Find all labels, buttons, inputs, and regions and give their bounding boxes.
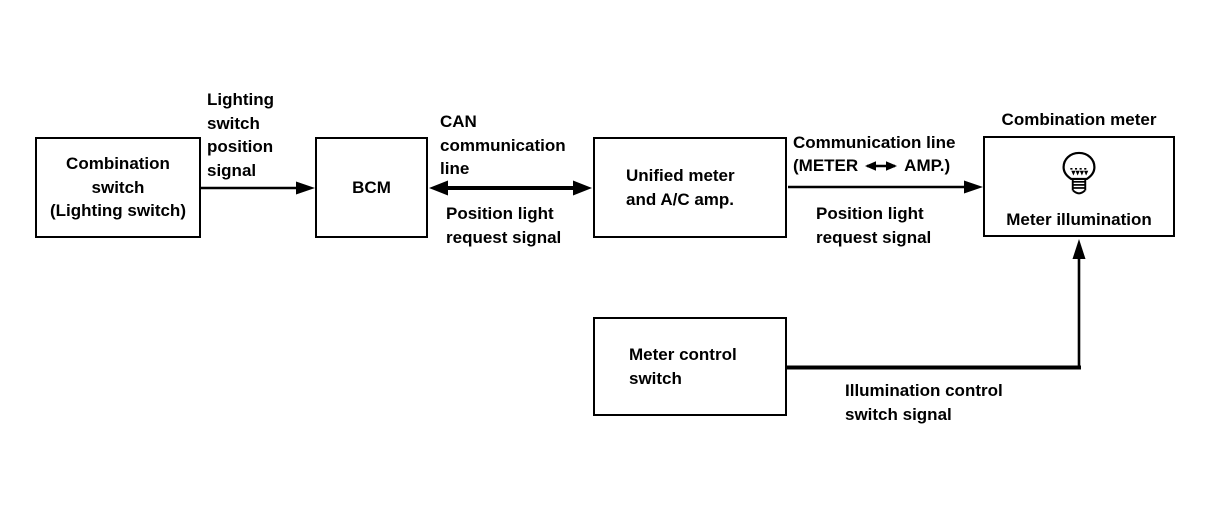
communication-line-label: Communication line bbox=[793, 133, 956, 152]
position-light-request-signal-label-left: Position light request signal bbox=[446, 204, 562, 247]
meter-control-switch-box: Meter control switch bbox=[593, 317, 787, 416]
lighting-switch-position-signal-label: Lighting switch position signal bbox=[207, 90, 275, 180]
unified-meter-ac-amp-box: Unified meter and A/C amp. bbox=[593, 137, 787, 238]
arrow-bcm-unified-bidirectional bbox=[429, 180, 592, 196]
meter-control-switch-label: Meter control switch bbox=[629, 345, 737, 388]
meter-amp-close-text: AMP.) bbox=[904, 156, 951, 175]
meter-illumination-label: Meter illumination bbox=[1006, 209, 1152, 229]
bcm-box: BCM bbox=[315, 137, 428, 238]
arrow-meter-control-to-combination-meter bbox=[787, 239, 1086, 370]
arrow-unified-to-combination-meter bbox=[788, 180, 983, 194]
combination-switch-box: Combination switch (Lighting switch) bbox=[35, 137, 201, 238]
can-communication-line-label: CAN communication line bbox=[440, 112, 566, 178]
unified-meter-ac-amp-label: Unified meter and A/C amp. bbox=[626, 166, 735, 209]
meter-amp-label: (METER AMP.) bbox=[793, 154, 950, 178]
position-light-request-signal-label-right: Position light request signal bbox=[816, 204, 932, 247]
illumination-control-switch-signal-label: Illumination control switch signal bbox=[845, 381, 1003, 424]
light-bulb-icon bbox=[1062, 151, 1096, 194]
double-arrow-icon bbox=[865, 160, 898, 171]
combination-meter-box: Meter illumination bbox=[983, 136, 1175, 237]
combination-meter-title: Combination meter bbox=[1001, 110, 1157, 129]
arrow-combination-switch-to-bcm bbox=[201, 181, 315, 195]
bcm-label: BCM bbox=[352, 177, 391, 197]
combination-switch-label: Combination switch (Lighting switch) bbox=[50, 154, 186, 221]
meter-amp-open-text: (METER bbox=[793, 156, 859, 175]
